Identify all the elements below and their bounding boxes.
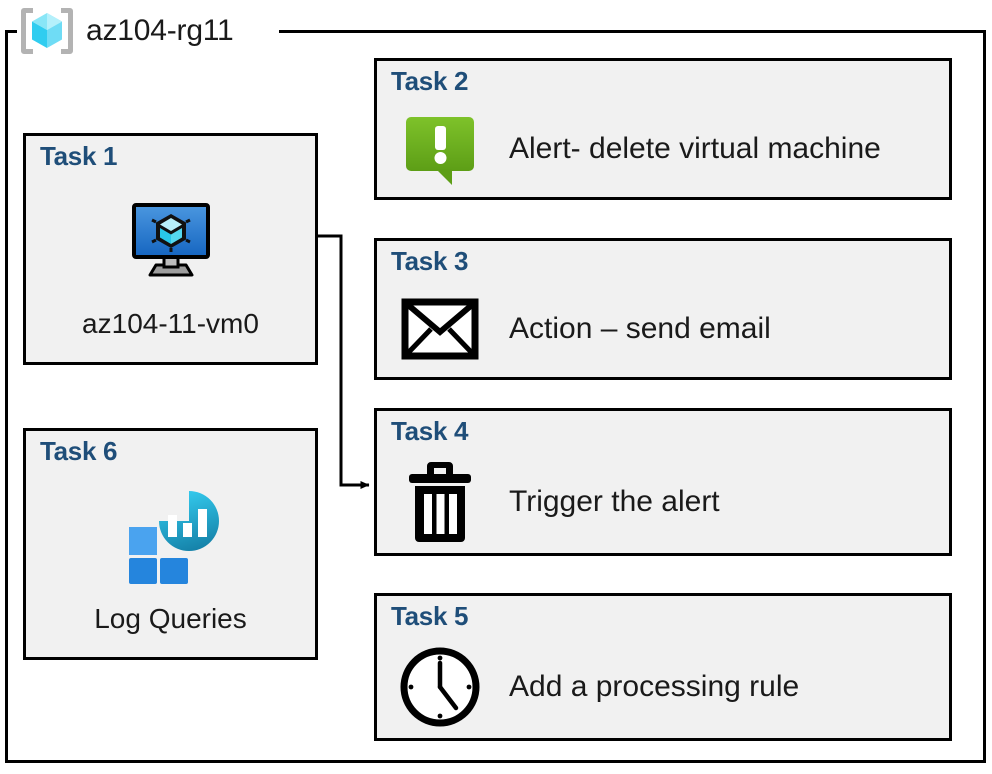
card-task6[interactable]: Task 6 Log Queries bbox=[23, 428, 318, 660]
card-task5[interactable]: Task 5 Add a processing rule bbox=[374, 593, 952, 741]
virtual-machine-icon bbox=[26, 194, 315, 290]
card-task1-caption: az104-11-vm0 bbox=[82, 308, 259, 339]
card-task2-label: Task 2 bbox=[391, 66, 469, 96]
azure-resource-group-icon bbox=[18, 5, 76, 57]
card-task6-label: Task 6 bbox=[40, 436, 118, 466]
card-task2[interactable]: Task 2 Alert- delete virtual machine bbox=[374, 58, 952, 200]
card-task1[interactable]: Task 1 az104-11-vm0 bbox=[23, 133, 318, 365]
card-task4-caption: Trigger the alert bbox=[509, 484, 720, 518]
resource-group-container bbox=[5, 30, 986, 763]
card-task6-caption: Log Queries bbox=[94, 603, 247, 634]
card-task5-label: Task 5 bbox=[391, 601, 469, 631]
card-task2-caption: Alert- delete virtual machine bbox=[509, 131, 881, 165]
card-task1-label: Task 1 bbox=[40, 141, 118, 171]
resource-group-header: az104-rg11 bbox=[18, 2, 234, 60]
log-analytics-icon bbox=[26, 489, 315, 585]
card-task3[interactable]: Task 3 Action – send email bbox=[374, 238, 952, 380]
clock-icon bbox=[397, 644, 483, 730]
card-task4[interactable]: Task 4 Trigger the alert bbox=[374, 408, 952, 556]
card-task3-label: Task 3 bbox=[391, 246, 469, 276]
envelope-icon bbox=[397, 286, 483, 372]
card-task5-caption: Add a processing rule bbox=[509, 669, 800, 703]
card-task4-label: Task 4 bbox=[391, 416, 469, 446]
alert-exclamation-bubble-icon bbox=[397, 106, 483, 192]
card-task3-caption: Action – send email bbox=[509, 311, 771, 345]
resource-group-title: az104-rg11 bbox=[86, 14, 234, 47]
trash-can-icon bbox=[397, 459, 483, 545]
